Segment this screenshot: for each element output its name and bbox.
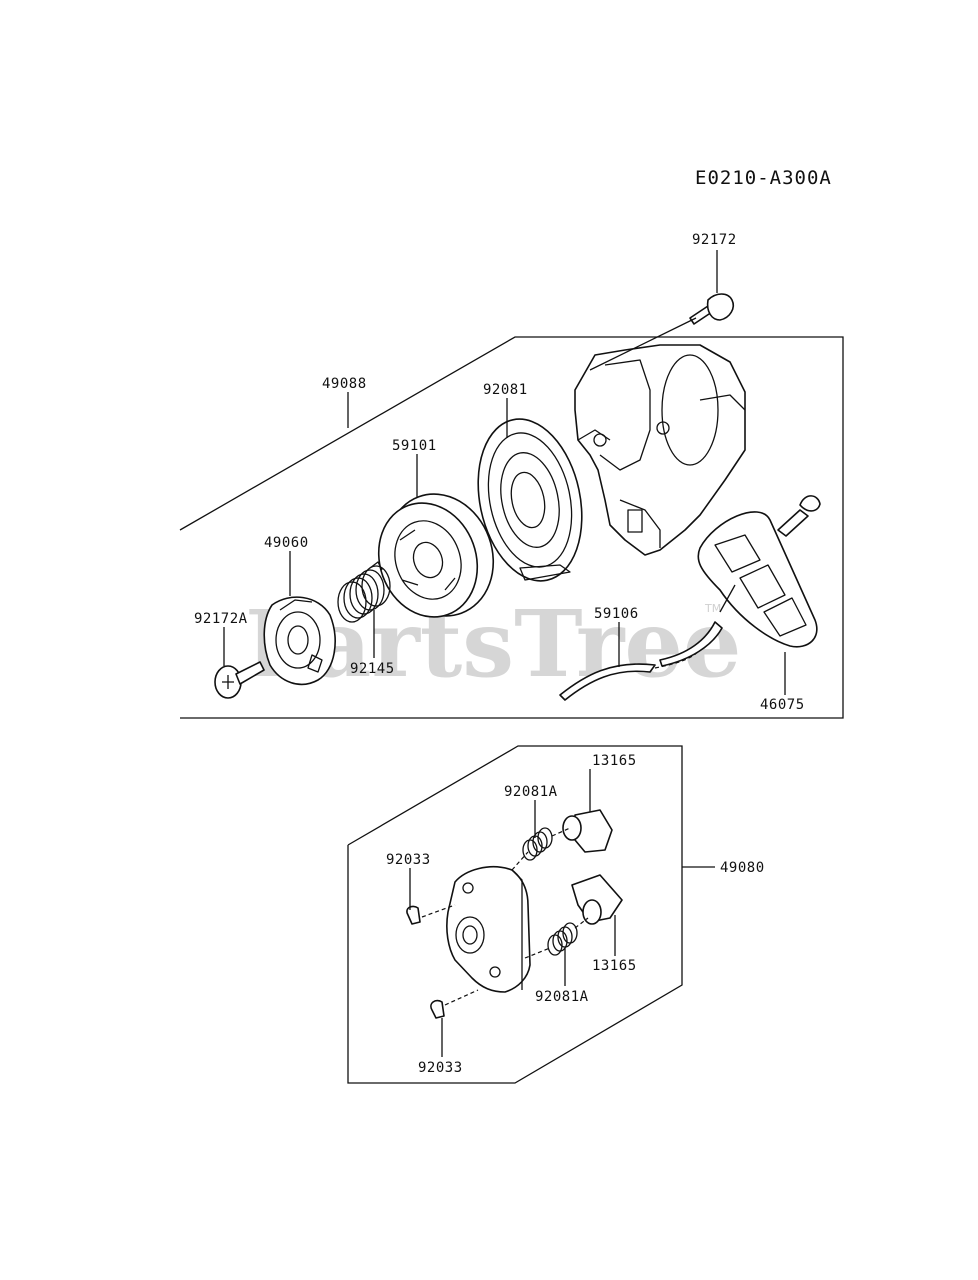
- pawl-top-drawing: [562, 809, 613, 853]
- part-label: 13165: [592, 753, 637, 769]
- assembly-line: [511, 851, 529, 871]
- ratchet-drawing: [263, 596, 336, 686]
- part-label: 46075: [760, 697, 805, 713]
- clip-left-drawing: [406, 905, 421, 925]
- part-label: 49088: [322, 376, 367, 392]
- part-label: 49080: [720, 860, 765, 876]
- spring-top-drawing: [522, 827, 553, 861]
- starter-case-drawing: [574, 344, 746, 556]
- diagram-code: E0210-A300A: [695, 167, 832, 189]
- part-label: 92033: [386, 852, 431, 868]
- spring-bottom-drawing: [547, 922, 578, 956]
- coil-spring-drawing: [337, 561, 391, 623]
- handle-drawing: [697, 495, 821, 648]
- assembly-line: [551, 827, 571, 837]
- part-label: 92033: [418, 1060, 463, 1076]
- part-label: 92081A: [535, 989, 589, 1005]
- rope-drawing: [559, 621, 723, 701]
- part-label: 92081: [483, 382, 528, 398]
- part-label: 59101: [392, 438, 437, 454]
- part-label: 13165: [592, 958, 637, 974]
- bolt-drawing: [589, 293, 735, 371]
- assembly-frame-lower: [347, 745, 683, 1084]
- part-label: 49060: [264, 535, 309, 551]
- pulley-drawing: [377, 493, 495, 618]
- assembly-frame-upper: [179, 336, 844, 719]
- pawl-bracket-drawing: [446, 866, 531, 993]
- part-label: 59106: [594, 606, 639, 622]
- part-label: 92172A: [194, 611, 248, 627]
- watermark-trademark: TM: [704, 602, 721, 615]
- assembly-line: [421, 904, 456, 918]
- part-label: 92145: [350, 661, 395, 677]
- part-label: 92081A: [504, 784, 558, 800]
- spiral-spring-drawing: [477, 418, 583, 582]
- clip-bottom-drawing: [430, 999, 445, 1019]
- assembly-line: [524, 947, 551, 959]
- assembly-line: [574, 917, 589, 929]
- assembly-line: [444, 989, 479, 1006]
- part-label: 92172: [692, 232, 737, 248]
- screw-drawing: [214, 661, 265, 699]
